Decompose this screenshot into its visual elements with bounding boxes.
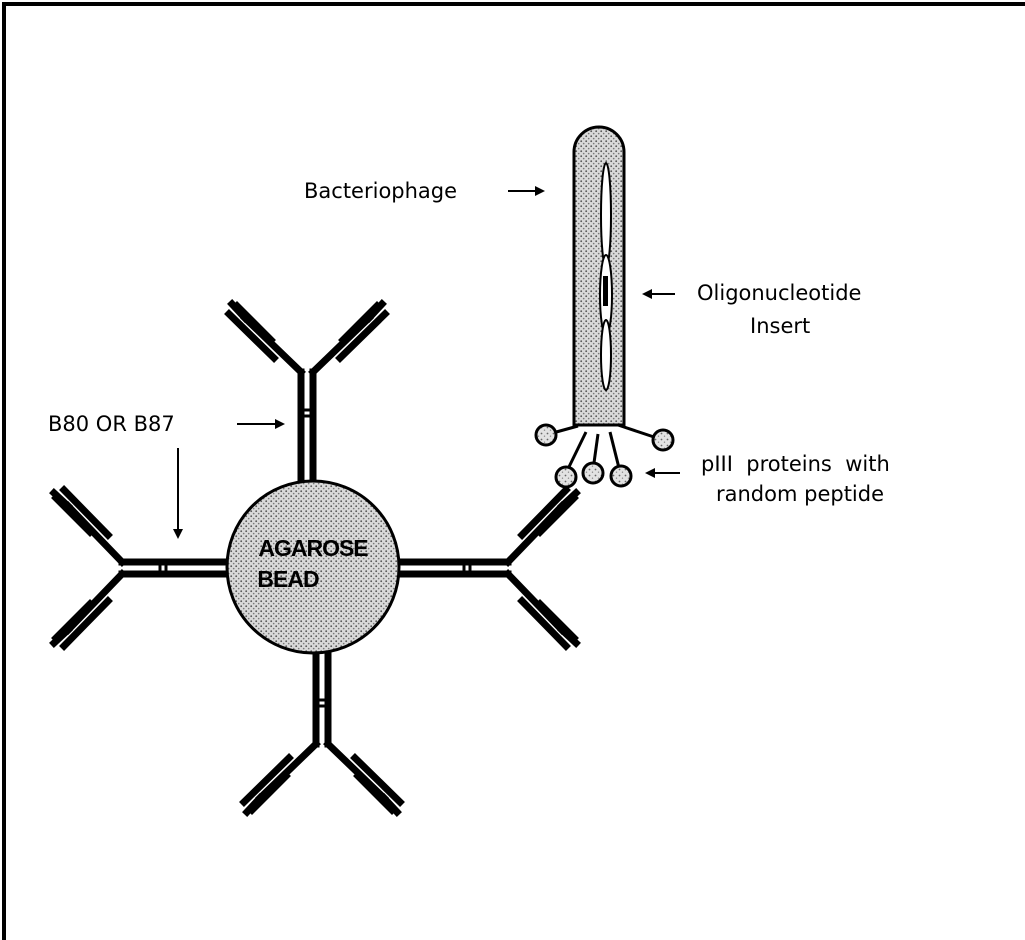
oligonucleotide-arrow — [642, 289, 675, 299]
antibody-left — [54, 490, 232, 646]
piii-label-line1: pIII proteins with — [701, 452, 890, 476]
piii-protein — [536, 425, 556, 445]
piii-arrow — [645, 468, 680, 478]
antibody-arrow-down — [173, 448, 183, 539]
piii-protein — [611, 466, 631, 486]
bead-label-line2: BEAD — [257, 566, 319, 592]
piii-proteins — [536, 425, 673, 487]
bead-label-line1: AGAROSE — [258, 535, 368, 561]
antibody-top — [229, 304, 385, 482]
piii-protein — [556, 467, 576, 487]
antibody-bottom — [244, 634, 400, 812]
antibody-label: B80 OR B87 — [48, 412, 175, 436]
phage-body — [574, 127, 624, 425]
piii-protein — [653, 430, 673, 450]
piii-label-line2: random peptide — [716, 482, 884, 506]
bacteriophage-arrow — [508, 186, 545, 196]
bacteriophage-label: Bacteriophage — [304, 179, 457, 203]
piii-protein — [583, 463, 603, 483]
oligonucleotide-label-line2: Insert — [750, 314, 810, 338]
antibody-right — [398, 490, 576, 646]
oligonucleotide-label-line1: Oligonucleotide — [697, 281, 861, 305]
antibody-arrow-right — [237, 419, 285, 429]
bacteriophage — [536, 127, 673, 487]
